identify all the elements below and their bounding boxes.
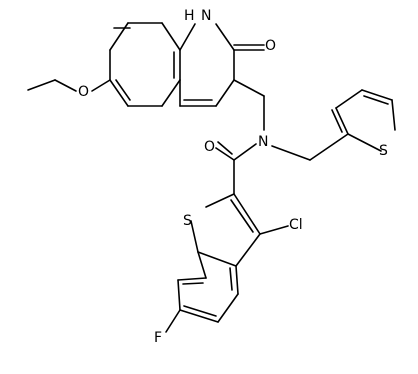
atom-label-n-amide: N: [258, 134, 268, 150]
atom-label-s-benzothiophene: S: [183, 213, 192, 229]
atom-label-nh: H: [184, 8, 195, 24]
atom-label-cl: Cl: [289, 217, 303, 233]
atom-label-o-ether: O: [78, 84, 89, 100]
atom-label-o-ketone: O: [265, 38, 276, 54]
atom-labels: H N O O N O S S Cl F: [78, 8, 388, 346]
atom-label-o-amide: O: [204, 139, 215, 155]
atom-label-n1: N: [201, 8, 211, 24]
atom-label-f: F: [154, 330, 162, 346]
atom-label-s-thiophene: S: [379, 143, 388, 159]
bonds: [27, 22, 396, 333]
